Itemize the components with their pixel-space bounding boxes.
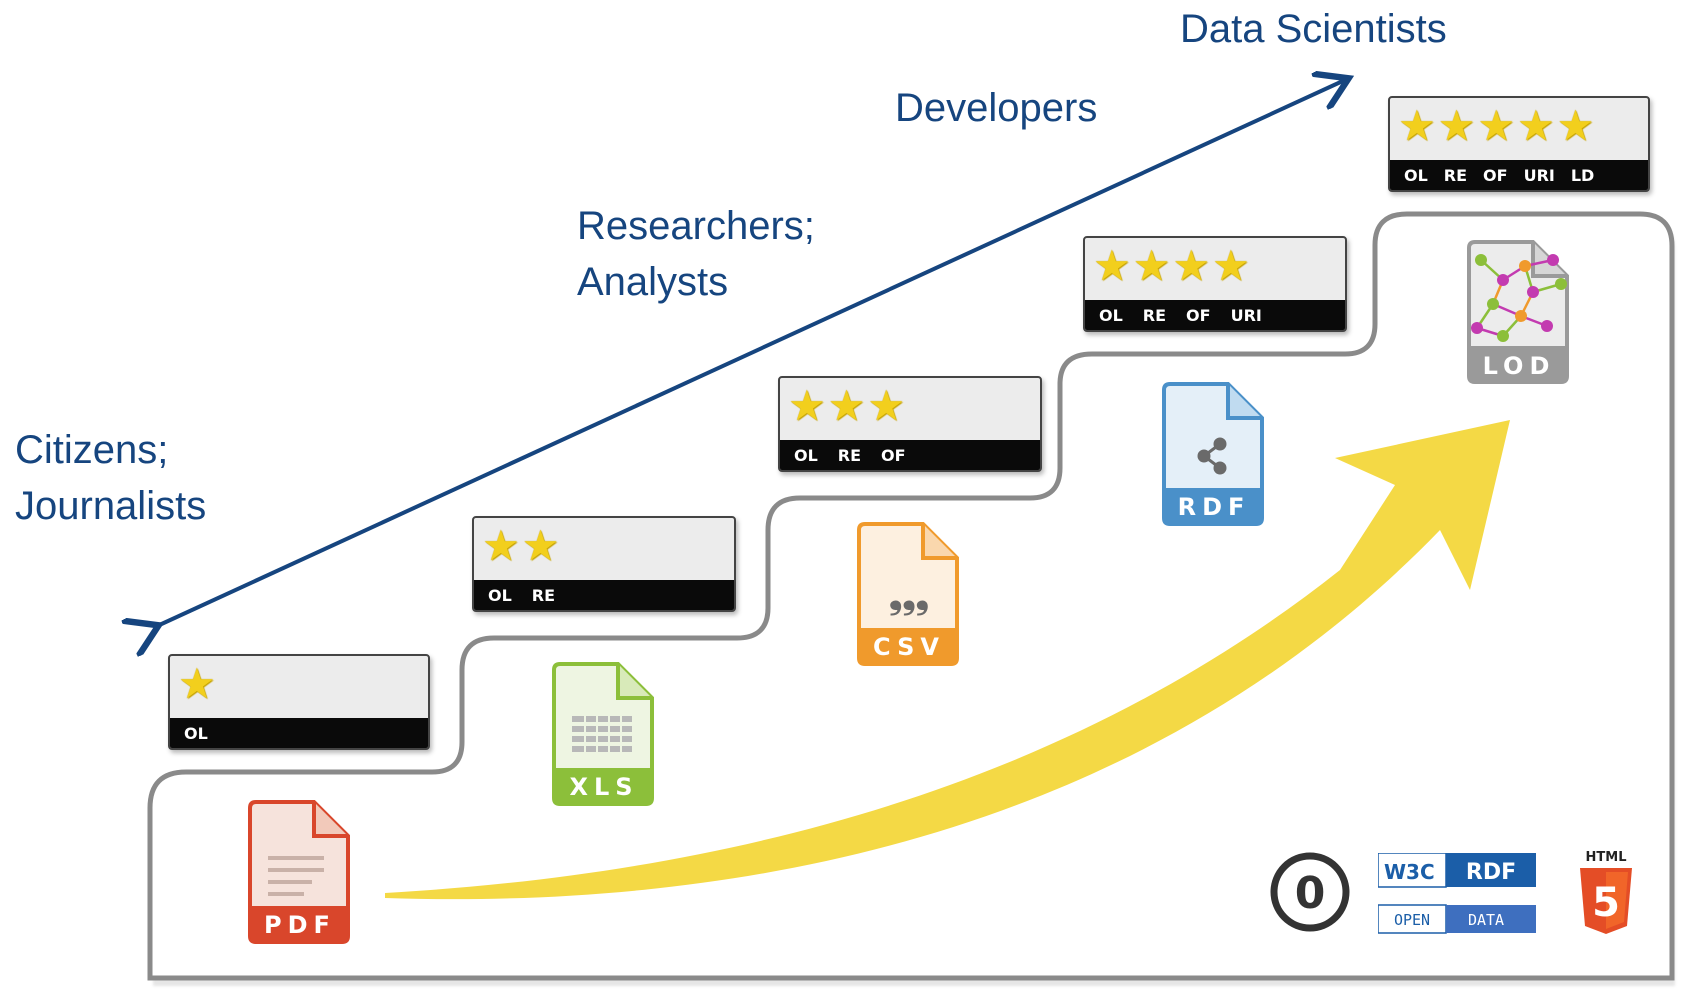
cc-zero-logo: 0 [1270, 852, 1350, 932]
code-label: OL [488, 585, 512, 605]
code-label: RE [1142, 305, 1167, 325]
code-label: OL [794, 445, 818, 465]
code-label: URI [1230, 305, 1262, 325]
rdf-logo-text: RDF [1466, 860, 1516, 885]
star-icon: ★ [1132, 241, 1171, 290]
code-label: OF [1483, 165, 1508, 185]
star-icon: ★ [788, 381, 826, 430]
code-label: OF [1186, 305, 1211, 325]
code-label: OF [881, 445, 906, 465]
w3c-text: W3C [1384, 860, 1435, 884]
star-icon: ★ [827, 381, 866, 430]
star-icon: ★ [1211, 241, 1250, 290]
star-icon: ★ [1172, 241, 1210, 290]
badge-2-stars: ★ ★ [482, 521, 559, 571]
star-icon: ★ [867, 381, 905, 430]
code-label: RE [837, 445, 862, 465]
rdf-file-label: RDF [1178, 493, 1251, 521]
html-text: HTML [1586, 850, 1627, 865]
code-label: OL [1404, 165, 1428, 185]
star-icon: ★ [178, 659, 216, 708]
star-icon: ★ [482, 521, 520, 570]
badge-4-stars: ★ ★ ★ ★ [1093, 241, 1250, 291]
badge-5-codes: OL RE OF URI LD [1390, 160, 1648, 190]
badge-1-star: ★ OL [168, 654, 430, 750]
audience-researchers-line2: Analysts [577, 260, 729, 304]
badge-3-stars: ★ ★ ★ [788, 381, 905, 431]
html5-logo: HTML 5 [1580, 850, 1632, 934]
badge-3-codes: OL RE OF [780, 440, 1040, 470]
audience-citizens-line1: Citizens; [15, 428, 169, 472]
code-label: OL [1099, 305, 1123, 325]
code-label: RE [531, 585, 556, 605]
csv-file-icon: ❟❟❟ CSV [857, 522, 959, 666]
badge-3-star: ★ ★ ★ OL RE OF [778, 376, 1042, 472]
code-label: URI [1523, 165, 1555, 185]
code-label: LD [1570, 165, 1595, 185]
badge-2-codes: OL RE [474, 580, 734, 610]
badge-1-stars: ★ [178, 659, 216, 709]
xls-file-label: XLS [569, 773, 638, 801]
audience-researchers-line1: Researchers; [577, 204, 815, 248]
star-icon: ★ [1556, 101, 1595, 150]
star-icon: ★ [1398, 101, 1436, 150]
badge-4-codes: OL RE OF URI [1085, 300, 1345, 330]
badge-5-stars: ★ ★ ★ ★ ★ [1398, 101, 1594, 151]
badge-2-star: ★ ★ OL RE [472, 516, 736, 612]
star-icon: ★ [1093, 241, 1131, 290]
share-icon [1197, 437, 1227, 475]
audience-data-scientists-label: Data Scientists [1180, 7, 1447, 51]
star-icon: ★ [1437, 101, 1476, 150]
lod-file-icon: LOD [1467, 240, 1569, 384]
csv-file-label: CSV [873, 633, 945, 661]
code-label: OL [184, 723, 208, 743]
xls-file-icon: XLS [552, 662, 654, 806]
star-icon: ★ [521, 521, 560, 570]
star-icon: ★ [1477, 101, 1515, 150]
html5-number: 5 [1592, 880, 1620, 926]
audience-arrow [155, 80, 1345, 627]
audience-researchers-label: Researchers; Analysts [577, 198, 815, 310]
progress-swoosh [385, 420, 1510, 900]
cc-zero-text: 0 [1295, 868, 1326, 919]
badge-4-star: ★ ★ ★ ★ OL RE OF URI [1083, 236, 1347, 332]
w3c-rdf-open-data-logo: W3C RDF OPEN DATA [1378, 853, 1536, 934]
code-label: RE [1443, 165, 1468, 185]
csv-quote-icon: ❟❟❟ [889, 577, 929, 617]
badge-1-codes: OL [170, 718, 428, 748]
pdf-file-icon: PDF [248, 800, 350, 944]
badge-5-star: ★ ★ ★ ★ ★ OL RE OF URI LD [1388, 96, 1650, 192]
lod-file-label: LOD [1483, 352, 1556, 380]
audience-citizens-line2: Journalists [15, 484, 207, 528]
audience-developers-label: Developers [895, 86, 1098, 130]
rdf-file-icon: RDF [1162, 382, 1264, 526]
pdf-file-label: PDF [264, 911, 336, 939]
linked-data-graph-icon [1471, 254, 1567, 342]
star-icon: ★ [1516, 101, 1555, 150]
open-text: OPEN [1394, 911, 1430, 929]
audience-citizens-label: Citizens; Journalists [15, 422, 206, 534]
data-text: DATA [1468, 911, 1504, 929]
